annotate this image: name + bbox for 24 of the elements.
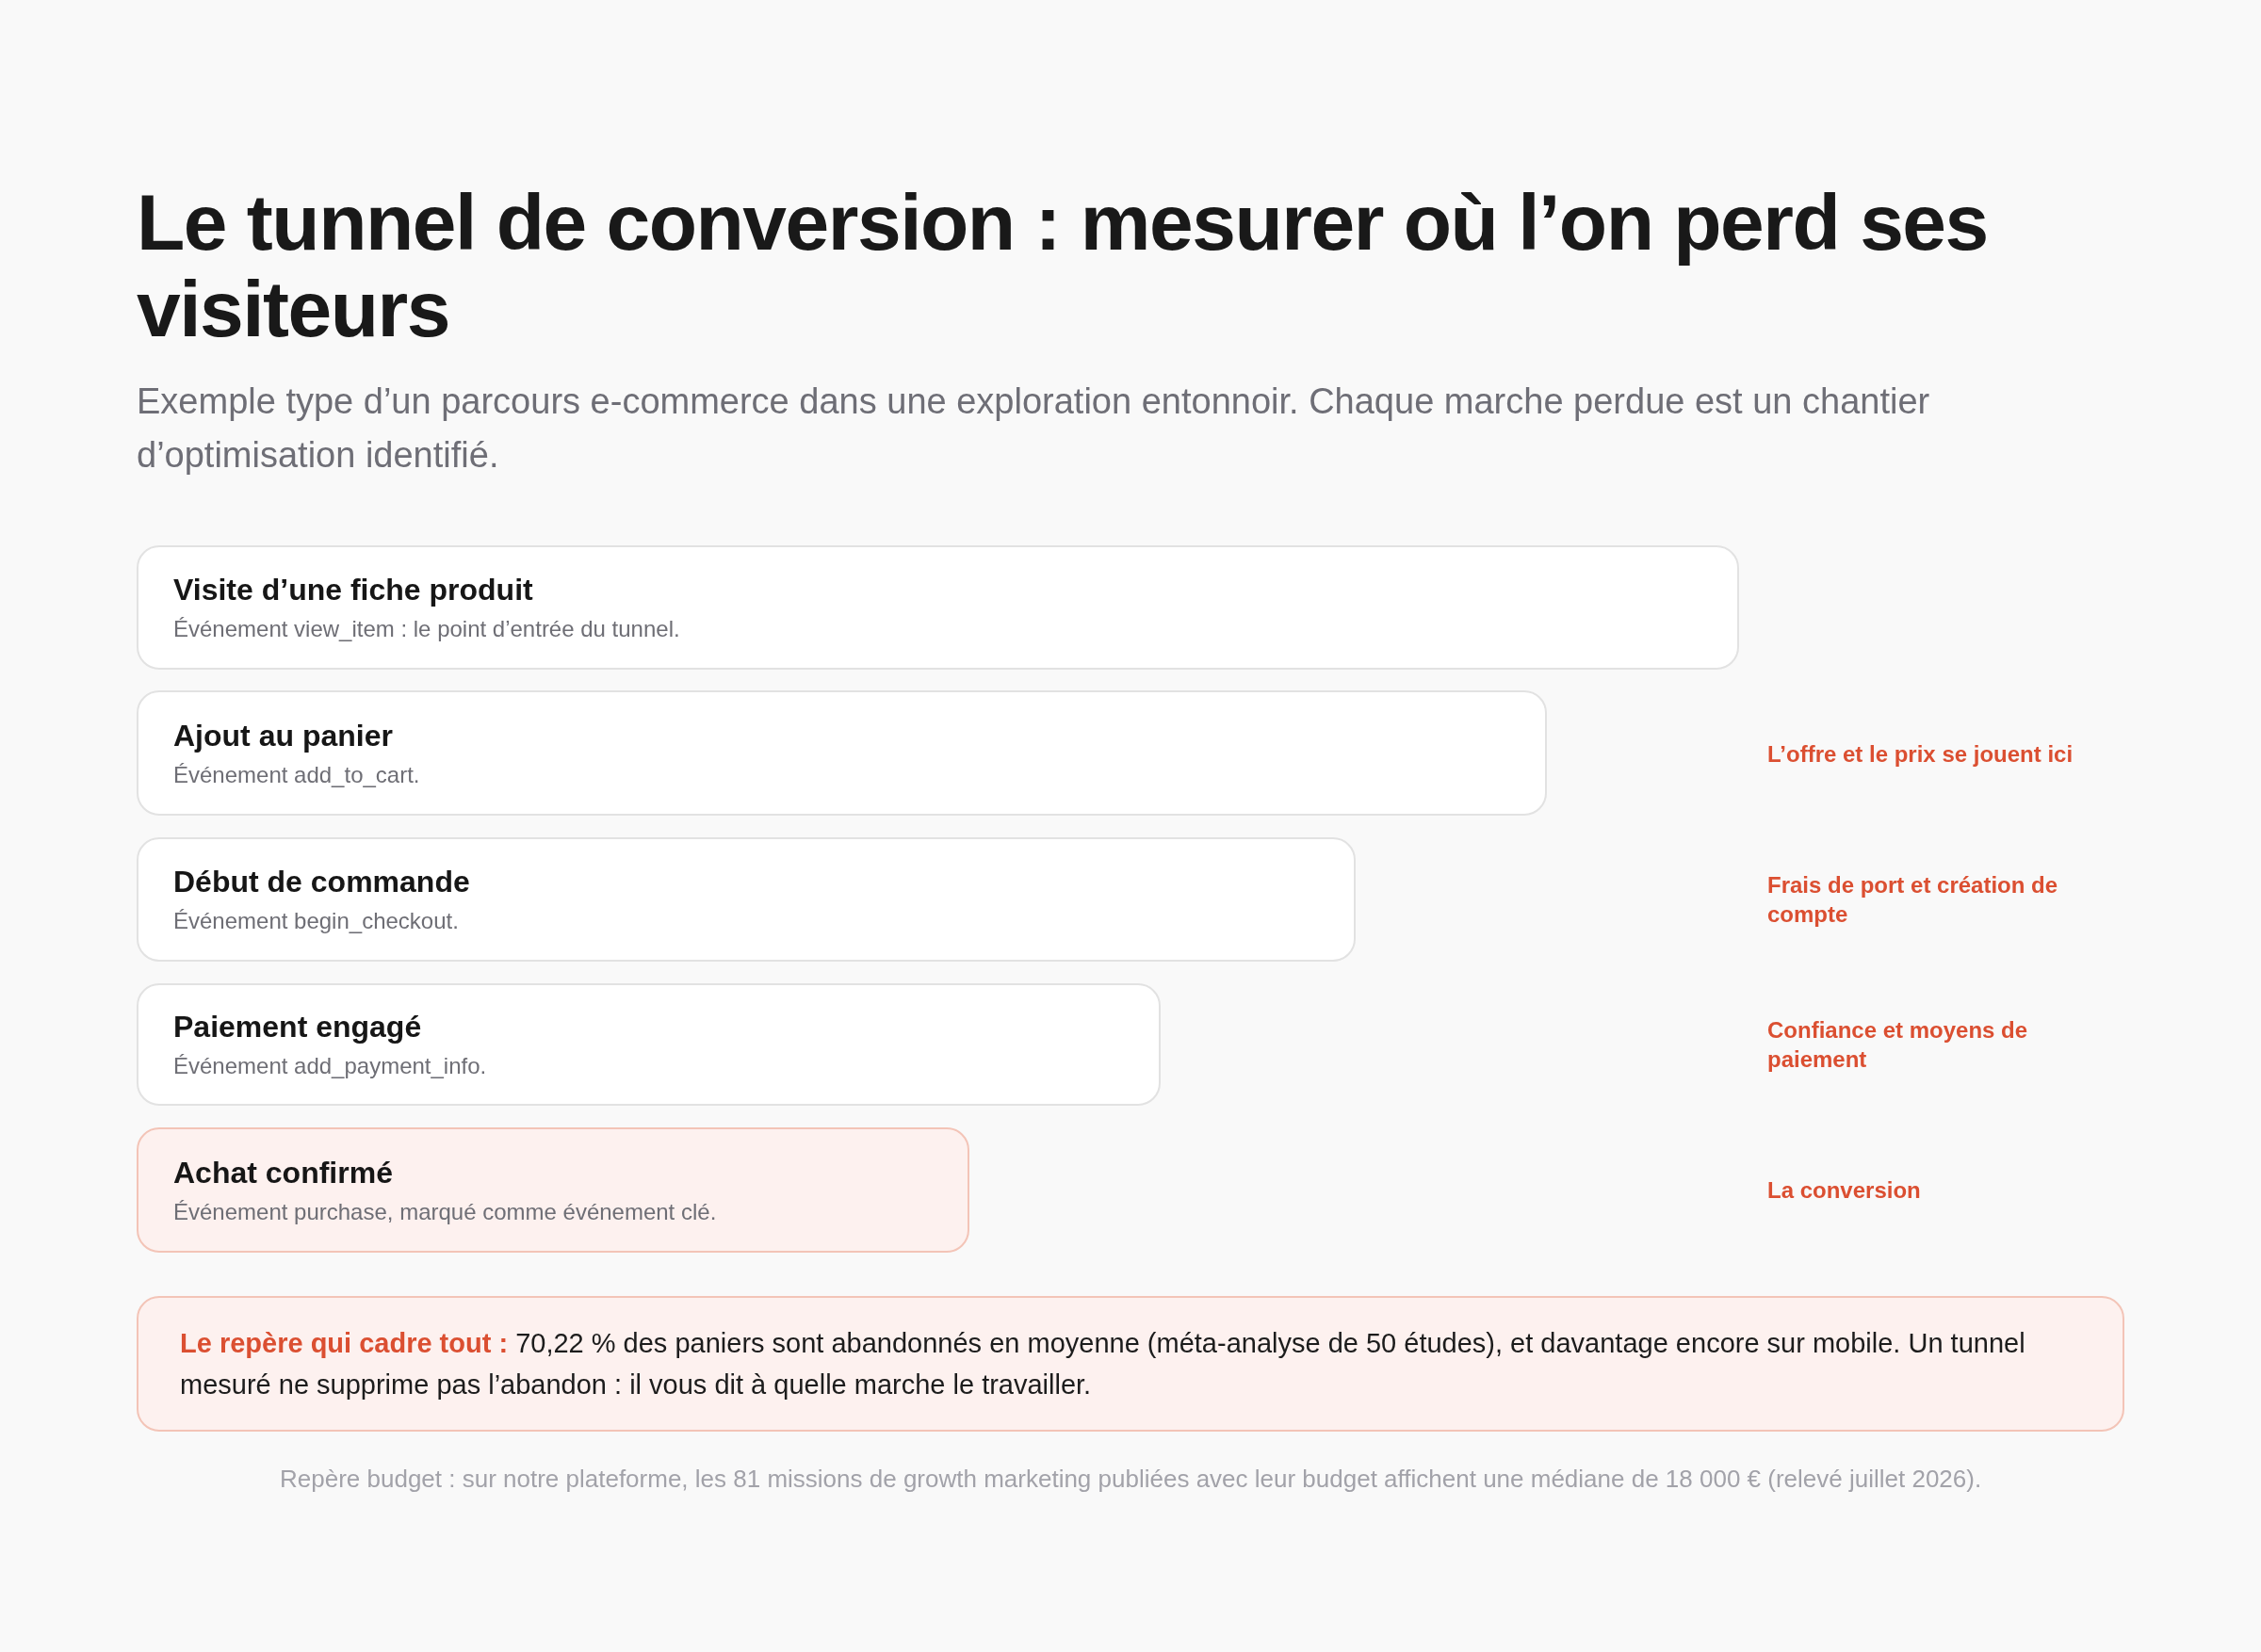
step-title: Paiement engagé: [173, 1009, 422, 1045]
step-note: Confiance et moyens de paiement: [1767, 1016, 2029, 1074]
step-description: Événement add_payment_info.: [173, 1052, 487, 1080]
step-description: Événement add_to_cart.: [173, 760, 420, 789]
funnel-step: [137, 690, 1547, 816]
step-title: Achat confirmé: [173, 1154, 393, 1191]
funnel-step: [137, 545, 1739, 670]
funnel-step: [137, 983, 1161, 1106]
subtitle: Exemple type d’un parcours e-commerce dans une exploration entonnoir. Chaque marche perdue est un chantier d’optimisation identifié.: [137, 381, 1931, 477]
step-description: Événement view_item : le point d’entrée du tunnel.: [173, 615, 680, 643]
callout-text: Le repère qui cadre tout : 70,22 % des paniers sont abandonnés en moyenne (méta-analyse de 50 études), et davantage encore sur mobile. Un tunnel mesuré ne supprime pas l’abandon : il vous dit à quelle marche le travailler.: [180, 1327, 2026, 1401]
step-title: Visite d’une fiche produit: [173, 572, 533, 608]
step-description: Événement begin_checkout.: [173, 907, 459, 935]
page-title: Le tunnel de conversion : mesurer où l’on perd ses visiteurs: [137, 179, 1989, 352]
step-note: Frais de port et création de compte: [1767, 871, 2059, 929]
step-title: Ajout au panier: [173, 717, 393, 754]
funnel-step: [137, 837, 1356, 962]
step-note: La conversion: [1767, 1176, 1921, 1205]
step-title: Début de commande: [173, 864, 470, 900]
callout-box: [137, 1296, 2124, 1432]
funnel-step: [137, 1127, 969, 1253]
footnote: Repère budget : sur notre plateforme, les 81 missions de growth marketing publiées avec leur budget affichent une médiane de 18 000 € (relevé juillet 2026).: [280, 1464, 1982, 1495]
step-description: Événement purchase, marqué comme événement clé.: [173, 1197, 717, 1226]
step-note: L’offre et le prix se jouent ici: [1767, 740, 2074, 769]
